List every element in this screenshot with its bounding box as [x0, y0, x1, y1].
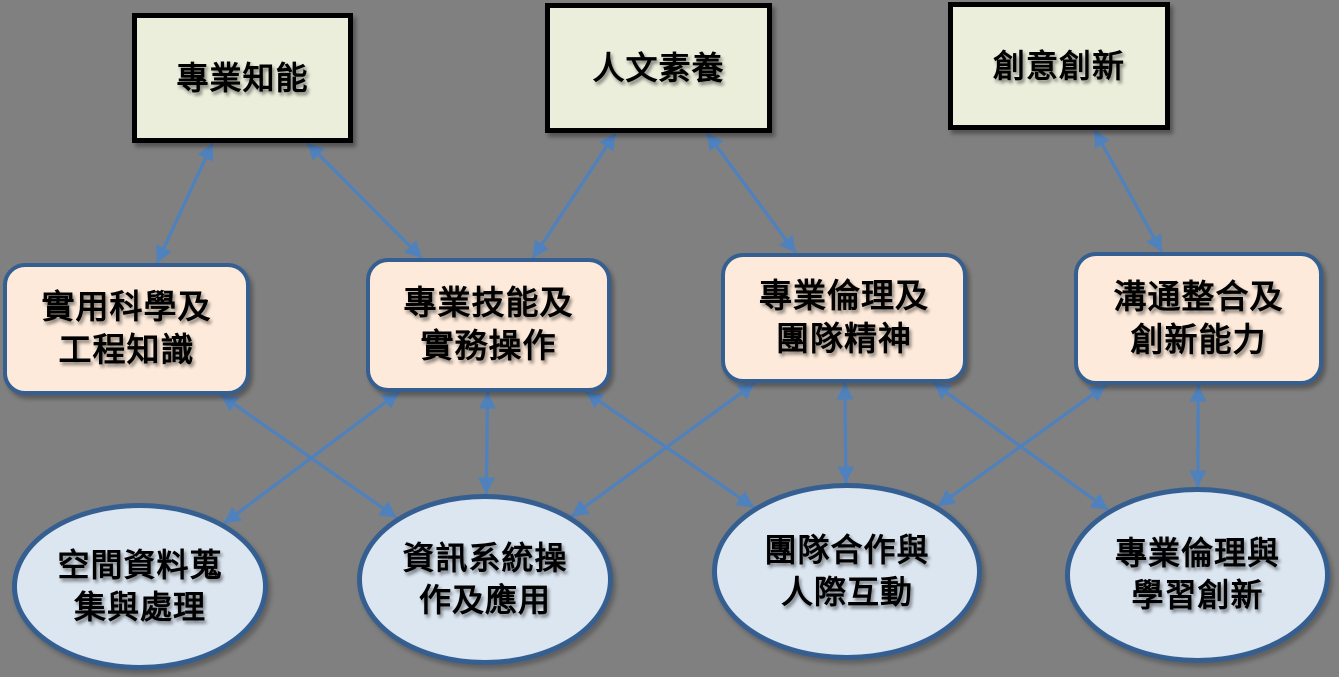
ellipse-spatial-data-collection-processing: 空間資料蒐 集與處理	[12, 503, 268, 670]
node-label: 溝通整合及 創新能力	[1113, 276, 1284, 359]
node-label: 專業倫理及 團隊精神	[759, 276, 929, 358]
ellipse-teamwork-interpersonal-interaction: 團隊合作與 人際互動	[712, 483, 982, 660]
top-box-humanities-literacy: 人文素養	[545, 3, 772, 133]
arrow-m4-e3	[936, 383, 1108, 508]
top-box-creativity-innovation: 創意創新	[948, 2, 1170, 130]
arrow-t3-m4	[1092, 129, 1164, 253]
mid-box-applied-science-engineering-knowledge: 實用科學及 工程知識	[3, 263, 250, 395]
arrow-t2-m2	[531, 132, 617, 259]
arrow-m3-e4	[932, 381, 1110, 512]
node-label: 空間資料蒐 集與處理	[57, 545, 223, 626]
node-label: 專業知能	[176, 59, 309, 97]
node-label: 創意創新	[992, 47, 1125, 85]
arrow-m2-e2	[477, 391, 496, 495]
arrow-t2-m3	[705, 132, 798, 254]
node-label: 資訊系統操 作及應用	[402, 538, 568, 619]
arrow-t1-m2	[306, 141, 423, 260]
arrow-m1-e2	[220, 393, 398, 520]
arrow-m3-e2	[570, 381, 756, 518]
arrow-t1-m1	[155, 142, 214, 264]
mid-box-professional-ethics-teamwork: 專業倫理及 團隊精神	[721, 253, 967, 383]
mid-box-professional-skills-practice: 專業技能及 實務操作	[366, 258, 611, 392]
node-label: 團隊合作與 人際互動	[764, 530, 930, 611]
node-label: 專業技能及 實務操作	[403, 283, 574, 365]
node-label: 專業倫理與 學習創新	[1114, 534, 1280, 614]
arrow-m2-e3	[584, 390, 755, 509]
ellipse-professional-ethics-learning-innovation: 專業倫理與 學習創新	[1065, 487, 1330, 663]
ellipse-information-system-operation-application: 資訊系統操 作及應用	[357, 494, 613, 665]
arrow-m3-e3	[836, 382, 855, 484]
node-label: 實用科學及 工程知識	[41, 287, 212, 369]
mid-box-communication-integration-innovation: 溝通整合及 創新能力	[1074, 252, 1323, 385]
top-box-professional-knowledge: 專業知能	[132, 13, 353, 143]
arrow-m2-e1	[223, 390, 401, 525]
node-label: 人文素養	[592, 49, 725, 87]
